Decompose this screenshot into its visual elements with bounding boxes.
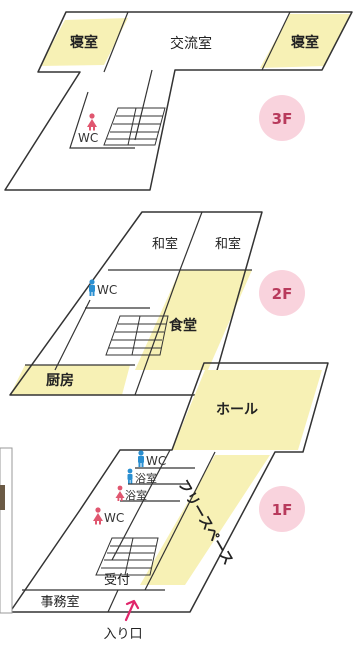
bedroom-right-label: 寝室 — [291, 34, 319, 51]
wall — [144, 451, 216, 591]
side-photo-frame — [0, 447, 13, 614]
kitchen-label: 厨房 — [46, 372, 74, 389]
floor-1f: WC 浴室 浴室 WC ホール フリースペース 受付 事務室 — [9, 362, 329, 642]
wc-male-label: WC — [146, 454, 166, 468]
stairs — [95, 537, 159, 576]
bath-female-label: 浴室 — [125, 488, 147, 502]
washitsu-right-label: 和室 — [215, 236, 241, 252]
male-icon — [89, 279, 95, 296]
bedroom-left-area — [40, 18, 128, 66]
bedroom-left-label: 寝室 — [70, 34, 98, 51]
hall-area — [172, 370, 322, 450]
entrance-arrow-icon — [124, 599, 140, 622]
wc-female-label: WC — [104, 511, 124, 525]
office-label: 事務室 — [40, 594, 79, 610]
wall — [54, 299, 91, 371]
floor-badge-2f: 2F — [259, 270, 305, 316]
floor-3f-outline — [4, 11, 353, 191]
wall — [134, 69, 153, 141]
female-icon — [115, 485, 125, 501]
wall — [107, 589, 119, 613]
washitsu-left-label: 和室 — [152, 236, 178, 252]
dining-area — [135, 270, 252, 370]
free-space-area — [140, 455, 270, 585]
female-icon — [93, 507, 103, 525]
wc-label: WC — [97, 283, 117, 297]
male-icon — [138, 450, 144, 467]
stairs — [103, 107, 166, 146]
wc-label: WC — [78, 131, 98, 145]
floor-2f: WC 和室 和室 食堂 厨房 2F — [9, 211, 305, 396]
reception-label: 受付 — [104, 573, 130, 588]
badge-label-2f: 2F — [272, 285, 293, 303]
badge-label-3f: 3F — [272, 110, 293, 128]
kitchen-area — [10, 365, 130, 395]
floor-badge-3f: 3F — [259, 95, 305, 141]
hall-label: ホール — [216, 402, 258, 418]
lounge-label: 交流室 — [170, 35, 212, 52]
badge-label-1f: 1F — [272, 501, 293, 519]
floor-1f-outline — [9, 362, 329, 613]
female-icon — [87, 113, 97, 131]
bath-male-label: 浴室 — [135, 471, 157, 485]
wall — [69, 91, 135, 149]
floor-3f: WC 寝室 交流室 寝室 3F — [4, 11, 353, 191]
dining-label: 食堂 — [169, 317, 197, 334]
floor-badge-1f: 1F — [259, 486, 305, 532]
wall — [103, 11, 129, 73]
entrance-label: 入り口 — [103, 627, 142, 642]
male-icon — [127, 468, 133, 484]
stairs — [105, 315, 169, 356]
wall — [261, 11, 291, 71]
wall — [179, 211, 203, 271]
